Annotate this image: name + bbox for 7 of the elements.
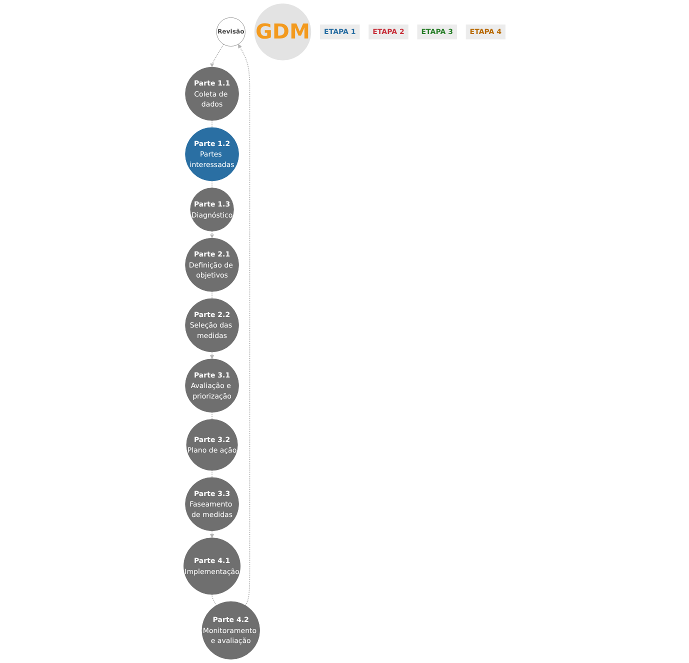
arrow — [210, 530, 214, 538]
arrow — [210, 230, 214, 238]
arrow — [210, 351, 214, 360]
arrow — [238, 44, 250, 606]
arrow — [210, 44, 224, 68]
node-circle: GDM — [254, 4, 312, 60]
connector — [212, 594, 217, 606]
